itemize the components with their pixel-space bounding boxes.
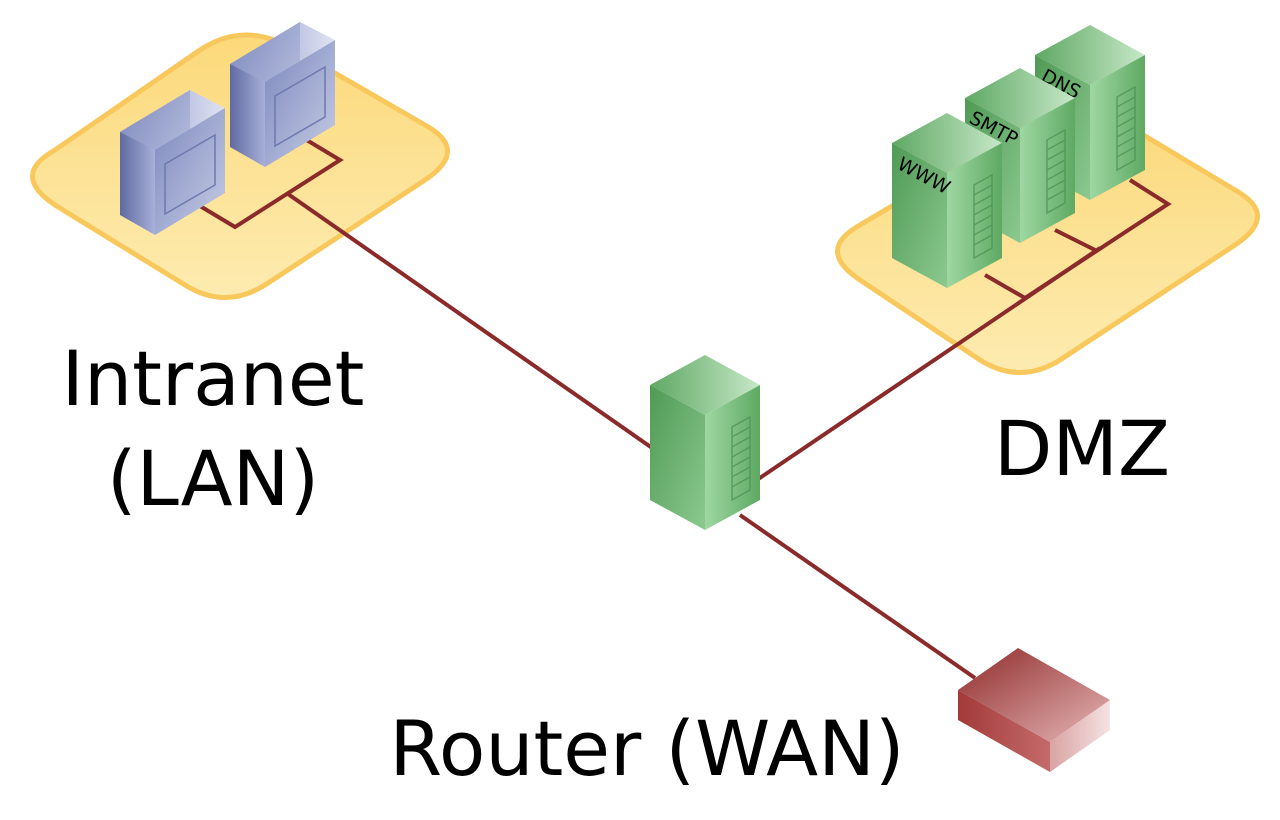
intranet-label-line1: Intranet — [62, 334, 365, 423]
dmz-label: DMZ — [994, 404, 1170, 493]
www-server: WWW — [891, 112, 1003, 289]
router-label: Router (WAN) — [389, 704, 904, 793]
intranet-label-line2: (LAN) — [107, 434, 319, 523]
router-icon — [958, 648, 1110, 772]
network-links — [188, 131, 1172, 680]
firewall-server — [649, 354, 761, 531]
